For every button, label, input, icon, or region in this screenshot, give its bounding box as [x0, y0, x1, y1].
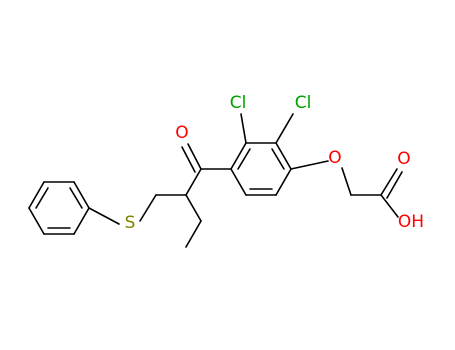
oxyacetic-acid — [290, 160, 403, 218]
double-bond-inner — [237, 148, 251, 170]
bond — [290, 160, 329, 170]
bond — [380, 168, 398, 196]
bond — [386, 171, 403, 199]
chlorine-atom-right: Cl — [295, 93, 312, 113]
double-bond-inner — [35, 187, 49, 209]
ether-oxygen-atom: O — [328, 148, 341, 168]
chlorine-atom-left: Cl — [230, 93, 247, 113]
bond — [181, 146, 196, 173]
carbonyl-oxygen-atom: O — [397, 149, 410, 169]
phenyl-ring — [28, 181, 90, 235]
bond — [275, 113, 294, 144]
bond — [28, 207, 45, 235]
bond — [240, 113, 247, 144]
bond — [185, 220, 202, 248]
double-bond-inner — [271, 148, 285, 170]
bond — [380, 194, 399, 218]
bond — [88, 207, 120, 225]
dichlorophenyl-ring — [230, 113, 294, 196]
hydroxyl-group: OH — [398, 212, 424, 232]
bond — [341, 167, 352, 196]
bond — [230, 168, 247, 196]
bond — [275, 168, 292, 196]
double-bond-inner — [69, 187, 83, 209]
bond — [187, 143, 202, 170]
bond — [28, 181, 45, 209]
ketone-oxygen-atom: O — [175, 123, 188, 143]
bond — [139, 194, 157, 222]
bond — [185, 194, 202, 222]
bond — [73, 181, 90, 209]
side-chain — [88, 143, 232, 248]
bond — [73, 207, 90, 235]
sulfur-atom: S — [125, 213, 136, 233]
bond — [185, 168, 202, 196]
bond — [275, 142, 292, 170]
bond — [230, 142, 247, 170]
